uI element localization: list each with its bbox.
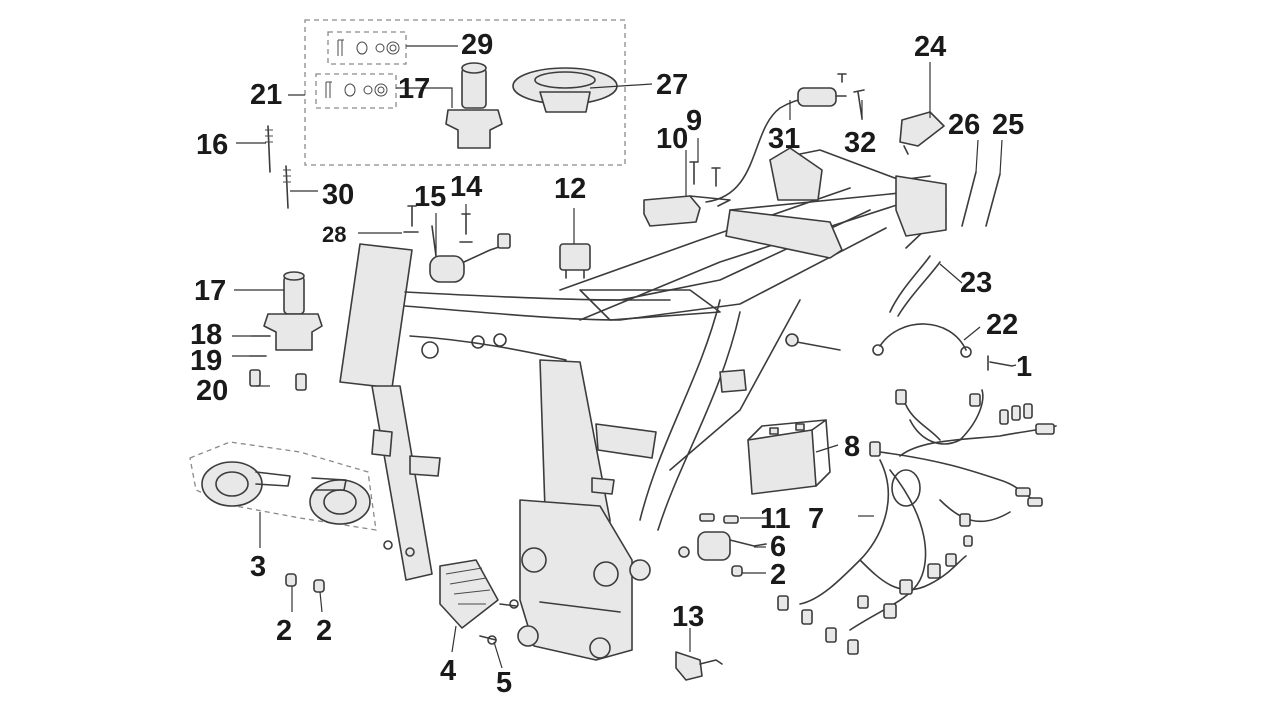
- cdi-unit: [643, 195, 731, 227]
- leader-lines: [232, 45, 1017, 669]
- callout-2-left-b: 2: [316, 615, 332, 647]
- cable-23: [889, 255, 941, 317]
- callout-31: 31: [768, 123, 800, 155]
- battery: [747, 419, 831, 495]
- callout-8: 8: [844, 431, 860, 463]
- callout-7: 7: [808, 503, 824, 535]
- callout-2-right: 2: [770, 559, 786, 591]
- key-set-icon-17: [325, 81, 388, 98]
- side-stand-switch: [675, 651, 723, 681]
- callout-15: 15: [414, 181, 446, 213]
- screw-28: [403, 205, 419, 233]
- speed-sensor-cable: [705, 87, 847, 203]
- rod-26: [961, 171, 977, 227]
- callout-12: 12: [554, 173, 586, 205]
- callout-18: 18: [190, 319, 222, 351]
- callout-6: 6: [770, 531, 786, 563]
- screw-14: [459, 213, 473, 243]
- callout-29: 29: [461, 29, 493, 61]
- fuel-tank-cap: [512, 67, 618, 113]
- rod-25: [985, 173, 1001, 227]
- callout-20: 20: [196, 375, 228, 407]
- ignition-lock-set-group: [304, 19, 626, 166]
- callout-17-top: 17: [398, 73, 430, 105]
- callout-3: 3: [250, 551, 266, 583]
- callout-2-left-a: 2: [276, 615, 292, 647]
- fuse-pin-30: [283, 165, 291, 209]
- screw-9: [689, 161, 721, 187]
- ignition-switch-top: [445, 62, 503, 149]
- callout-22: 22: [986, 309, 1018, 341]
- horn-left: [201, 461, 291, 507]
- callout-27: 27: [656, 69, 688, 101]
- ignition-switch-lower: [263, 271, 323, 351]
- hose-22: [872, 323, 972, 358]
- screw-32: [837, 73, 865, 119]
- starter-relay: [678, 531, 767, 561]
- wiring-harness: [777, 389, 1057, 655]
- screw-2-right: [731, 565, 743, 577]
- screw-2-left: [285, 573, 325, 593]
- lock-key-inset-29: [327, 31, 407, 65]
- callout-17-lower: 17: [194, 275, 226, 307]
- ignition-coil: [429, 225, 511, 283]
- regulator-bracket: [899, 111, 945, 155]
- callout-19: 19: [190, 345, 222, 377]
- key-set-icon-29: [337, 39, 400, 56]
- screw-5: [479, 599, 519, 645]
- callout-32: 32: [844, 127, 876, 159]
- callout-1: 1: [1016, 351, 1032, 383]
- callout-5: 5: [496, 667, 512, 699]
- motorcycle-frame: [339, 147, 947, 661]
- lock-key-inset-17: [315, 73, 397, 109]
- callout-14: 14: [450, 171, 482, 203]
- callout-9: 9: [686, 105, 702, 137]
- callout-26: 26: [948, 109, 980, 141]
- callout-23: 23: [960, 267, 992, 299]
- callout-28: 28: [322, 222, 346, 247]
- callout-25: 25: [992, 109, 1024, 141]
- bolt-1: [987, 355, 1013, 371]
- callout-11: 11: [760, 503, 791, 535]
- callout-16: 16: [196, 129, 228, 161]
- callout-30: 30: [322, 179, 354, 211]
- relay: [559, 243, 591, 279]
- fuse-pin-16: [265, 125, 273, 173]
- horn-right: [309, 477, 371, 525]
- fuse-11: [699, 513, 739, 524]
- callout-24: 24: [914, 31, 946, 63]
- callout-4: 4: [440, 655, 456, 687]
- voltage-regulator: [439, 559, 499, 629]
- callout-13: 13: [672, 601, 704, 633]
- callouts: 29 17 27 21 16 30 28 15 14 12 10 9 31 32…: [190, 29, 1032, 699]
- callout-10: 10: [656, 123, 688, 155]
- callout-21: 21: [250, 79, 282, 111]
- bolt-20: [249, 369, 307, 391]
